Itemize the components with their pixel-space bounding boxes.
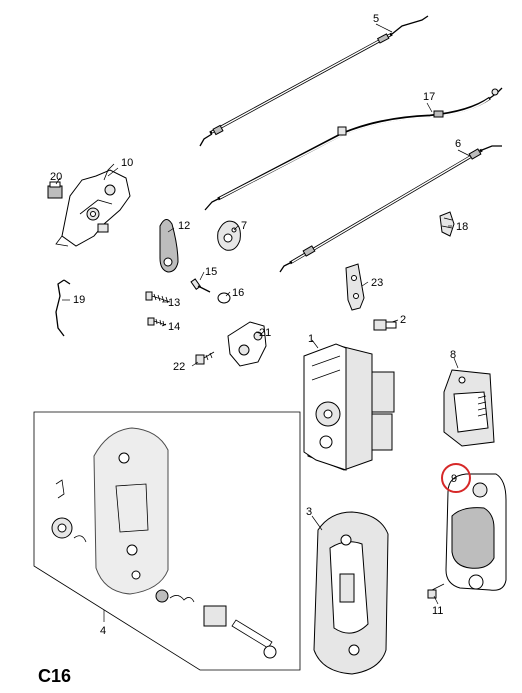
callout-20: 20 <box>50 171 62 183</box>
leader-lines <box>55 23 471 622</box>
callout-18: 18 <box>456 221 468 233</box>
bolt-2 <box>373 319 397 331</box>
release-lever-12 <box>159 219 179 273</box>
callout-15: 15 <box>205 266 217 278</box>
screw-15 <box>190 278 211 293</box>
cable-rod-6 <box>279 145 502 273</box>
inner-handle-9 <box>445 473 507 591</box>
callout-5: 5 <box>373 13 379 25</box>
lock-bracket-10 <box>47 163 131 247</box>
callout-19: 19 <box>73 294 85 306</box>
callout-1: 1 <box>308 333 314 345</box>
callout-17: 17 <box>423 91 435 103</box>
screw-22 <box>195 351 215 365</box>
callout-14: 14 <box>168 321 180 333</box>
callout-7: 7 <box>241 220 247 232</box>
plate-23 <box>345 263 365 311</box>
clip-18 <box>439 211 455 237</box>
screw-13 <box>145 291 171 304</box>
callout-10: 10 <box>121 157 133 169</box>
cable-rod-5 <box>199 15 429 147</box>
callout-4: 4 <box>100 625 106 637</box>
callout-13: 13 <box>168 297 180 309</box>
callout-22: 22 <box>173 361 185 373</box>
panel-3 <box>313 511 389 675</box>
callout-21: 21 <box>259 327 271 339</box>
lock-actuator-1 <box>303 343 395 471</box>
callout-labels: 5 17 6 10 20 12 7 18 15 16 13 14 19 23 2… <box>50 13 468 637</box>
callout-9: 9 <box>451 473 457 485</box>
screw-11 <box>427 583 445 599</box>
screw-14 <box>147 317 167 327</box>
callout-3: 3 <box>306 506 312 518</box>
callout-2: 2 <box>400 314 406 326</box>
callout-6: 6 <box>455 138 461 150</box>
highlight-circle <box>441 463 471 493</box>
detail-box-4 <box>33 411 301 671</box>
callout-16: 16 <box>232 287 244 299</box>
cover-7 <box>217 220 241 251</box>
callout-23: 23 <box>371 277 383 289</box>
callout-11: 11 <box>432 605 443 617</box>
handle-housing-8 <box>443 369 495 447</box>
callout-12: 12 <box>178 220 190 232</box>
bracket-21 <box>227 321 267 367</box>
wire-clip-19 <box>55 279 71 337</box>
callout-8: 8 <box>450 349 456 361</box>
page-code: C16 <box>38 666 71 686</box>
cable-rod-17 <box>204 87 503 211</box>
cap-16 <box>217 292 231 304</box>
